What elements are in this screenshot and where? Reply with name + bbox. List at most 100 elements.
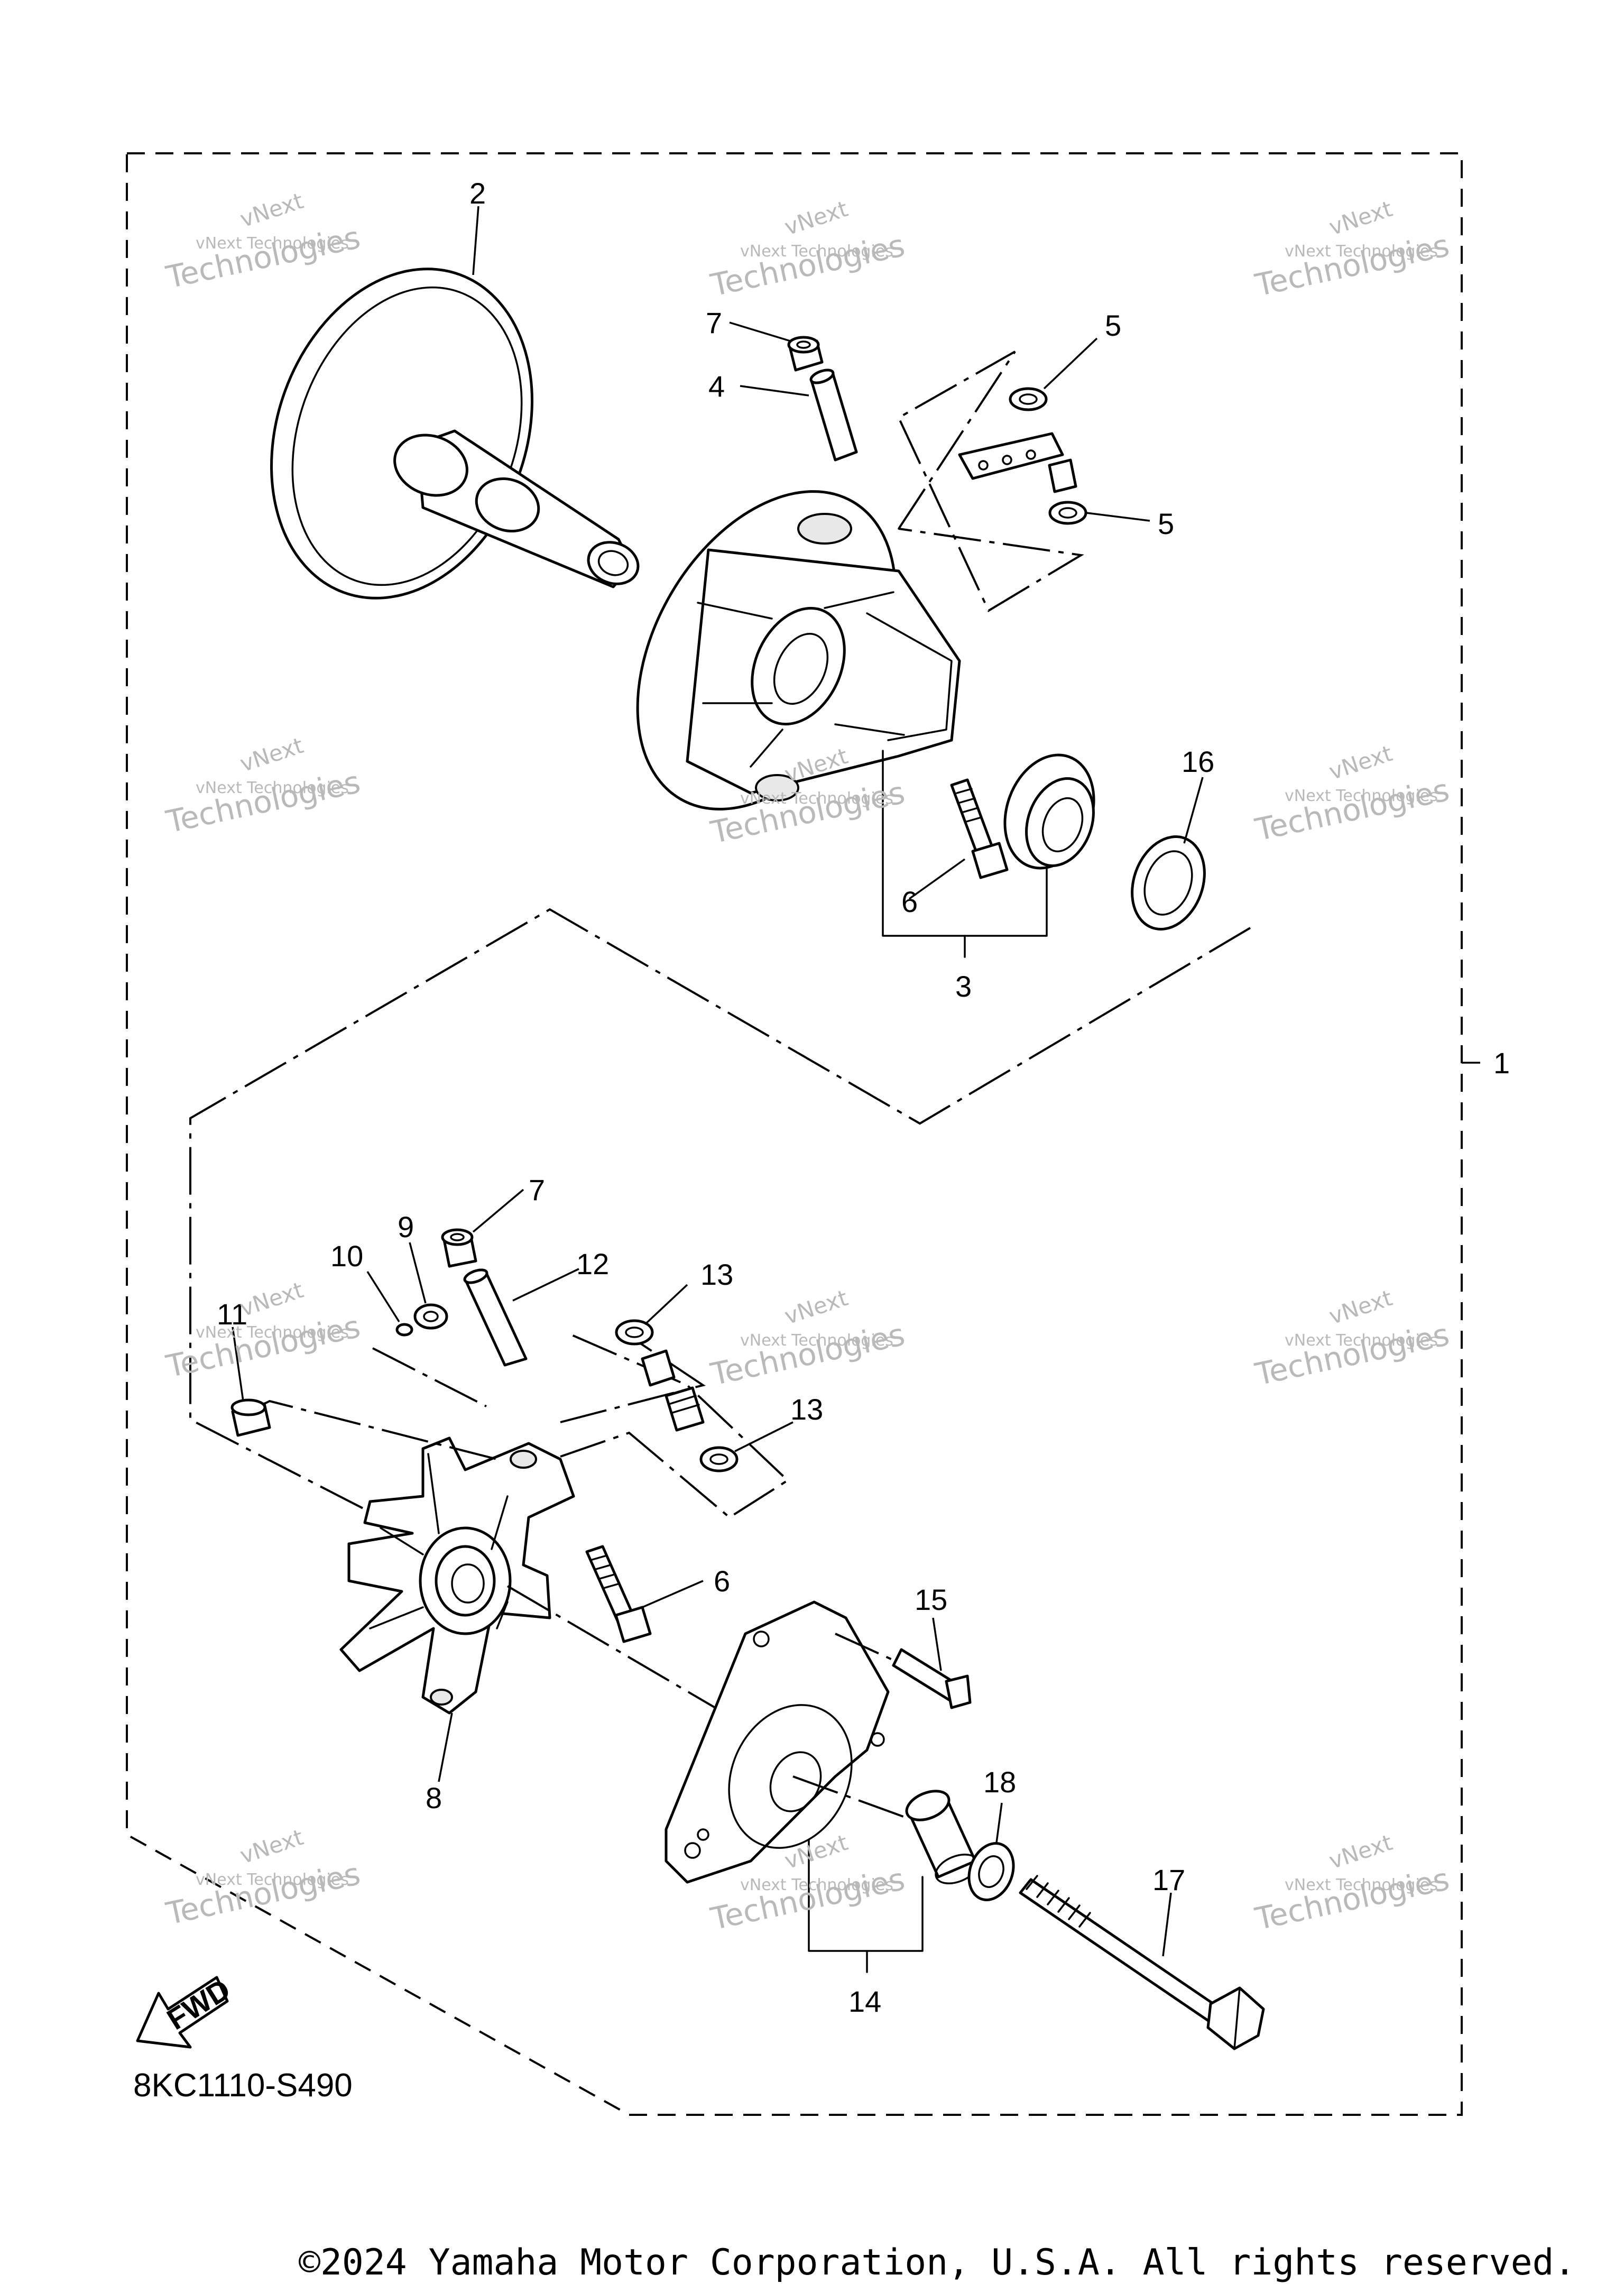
callout-18: 18 bbox=[983, 1765, 1016, 1799]
svg-text:vNext: vNext bbox=[237, 732, 307, 777]
washer-part-18 bbox=[967, 1842, 1015, 1901]
leader-4 bbox=[740, 385, 809, 397]
slider-part bbox=[958, 387, 1087, 525]
callout-7a: 7 bbox=[706, 306, 722, 339]
copyright-notice: ©2024 Yamaha Motor Corporation, U.S.A. A… bbox=[299, 2242, 1576, 2283]
leader-15 bbox=[932, 1617, 942, 1671]
svg-text:Technologies: Technologies bbox=[1252, 772, 1453, 848]
svg-text:Technologies: Technologies bbox=[163, 1856, 364, 1932]
collar-part-7-upper bbox=[787, 336, 824, 372]
leader-2 bbox=[472, 206, 479, 275]
part-9 bbox=[413, 1303, 448, 1330]
svg-text:vNext Technologies: vNext Technologies bbox=[740, 1331, 893, 1350]
leader-17 bbox=[1162, 1892, 1172, 1957]
leader-8 bbox=[438, 1712, 453, 1782]
group-14-bracket bbox=[808, 1839, 924, 1952]
svg-text:vNext Technologies: vNext Technologies bbox=[196, 234, 349, 253]
svg-text:Technologies: Technologies bbox=[707, 1316, 908, 1393]
leader-12 bbox=[512, 1268, 579, 1302]
leader-11 bbox=[232, 1327, 244, 1402]
watermark: vNext vNext Technologies Technologies bbox=[1252, 196, 1453, 303]
lower-link-12 bbox=[560, 1331, 706, 1423]
callout-13b: 13 bbox=[790, 1393, 823, 1426]
watermark: vNext vNext Technologies Technologies bbox=[163, 1824, 364, 1932]
svg-text:vNext: vNext bbox=[781, 1829, 851, 1874]
leader-7-upper bbox=[729, 321, 791, 342]
bearing-part-3 bbox=[1003, 753, 1095, 870]
svg-text:Technologies: Technologies bbox=[707, 1861, 908, 1937]
lower-link-11 bbox=[248, 1399, 497, 1460]
leader-6-upper bbox=[908, 858, 966, 900]
callout-7b: 7 bbox=[529, 1173, 545, 1207]
svg-text:vNext: vNext bbox=[237, 188, 307, 233]
callout-12: 12 bbox=[576, 1247, 609, 1281]
assembly-boundary bbox=[126, 152, 1463, 2116]
watermark: vNext vNext Technologies Technologies bbox=[1252, 1829, 1453, 1937]
svg-text:Technologies: Technologies bbox=[1252, 227, 1453, 303]
svg-text:vNext: vNext bbox=[1326, 1285, 1396, 1330]
svg-text:Technologies: Technologies bbox=[1252, 1316, 1453, 1393]
callout-6a: 6 bbox=[901, 885, 918, 918]
svg-text:vNext: vNext bbox=[237, 1277, 307, 1322]
leader-9 bbox=[409, 1242, 427, 1304]
svg-text:Technologies: Technologies bbox=[163, 219, 364, 296]
svg-text:vNext Technologies: vNext Technologies bbox=[1285, 1331, 1438, 1350]
leader-6-lower bbox=[642, 1580, 704, 1608]
svg-text:vNext: vNext bbox=[1326, 1829, 1396, 1874]
svg-text:vNext Technologies: vNext Technologies bbox=[740, 789, 893, 808]
roller-part-13-upper bbox=[615, 1319, 654, 1346]
callout-11: 11 bbox=[217, 1297, 247, 1331]
leader-13-upper bbox=[644, 1284, 688, 1325]
callout-17: 17 bbox=[1152, 1863, 1185, 1896]
callout-9: 9 bbox=[398, 1210, 414, 1244]
callout-1: 1 bbox=[1493, 1046, 1510, 1080]
svg-text:vNext: vNext bbox=[781, 196, 851, 241]
svg-text:Technologies: Technologies bbox=[1252, 1861, 1453, 1937]
pin-part-12 bbox=[463, 1268, 528, 1367]
cover-plate bbox=[665, 1600, 890, 1884]
svg-text:vNext Technologies: vNext Technologies bbox=[740, 1876, 893, 1894]
spider-hub-part-8 bbox=[339, 1436, 575, 1715]
bolt-part-6-lower bbox=[585, 1545, 652, 1643]
callout-5b: 5 bbox=[1158, 507, 1174, 540]
svg-text:vNext Technologies: vNext Technologies bbox=[196, 779, 349, 797]
callout-8: 8 bbox=[426, 1781, 442, 1815]
pin-part-4 bbox=[809, 369, 858, 462]
svg-text:vNext Technologies: vNext Technologies bbox=[1285, 1876, 1438, 1894]
spring-parts bbox=[641, 1349, 705, 1432]
watermark: vNext vNext Technologies Technologies bbox=[1252, 740, 1453, 848]
leader-10 bbox=[366, 1271, 400, 1322]
svg-text:vNext: vNext bbox=[1326, 740, 1396, 785]
watermark: vNext vNext Technologies Technologies bbox=[1252, 1285, 1453, 1393]
washer-part-16 bbox=[1131, 835, 1206, 931]
callout-6b: 6 bbox=[714, 1564, 730, 1598]
watermark: vNext vNext Technologies Technologies bbox=[163, 1277, 364, 1385]
callout-15: 15 bbox=[915, 1583, 947, 1616]
bushing-axis bbox=[792, 1775, 910, 1820]
watermark: vNext vNext Technologies Technologies bbox=[163, 732, 364, 840]
leader-16 bbox=[1183, 777, 1204, 844]
svg-text:Technologies: Technologies bbox=[707, 227, 908, 303]
diagram-code: 8KC1110-S490 bbox=[133, 2067, 353, 2104]
watermark: vNext vNext Technologies Technologies bbox=[707, 196, 908, 303]
leader-13-lower bbox=[734, 1421, 793, 1452]
leader-7-lower bbox=[472, 1189, 524, 1233]
callout-2: 2 bbox=[469, 177, 486, 210]
sub-assembly-link-line bbox=[189, 908, 1251, 1518]
svg-text:vNext Technologies: vNext Technologies bbox=[1285, 787, 1438, 805]
svg-text:vNext Technologies: vNext Technologies bbox=[740, 242, 893, 261]
callout-14: 14 bbox=[848, 1985, 881, 2018]
watermark: vNext vNext Technologies Technologies bbox=[163, 188, 364, 296]
slider-group-frame bbox=[897, 351, 1084, 612]
svg-text:vNext: vNext bbox=[237, 1824, 307, 1869]
lower-axis-line bbox=[506, 1585, 725, 1714]
svg-text:Technologies: Technologies bbox=[163, 1309, 364, 1385]
fwd-label: FWD bbox=[161, 1972, 236, 2036]
fixed-sheave-housing bbox=[636, 490, 961, 811]
leader-5-upper bbox=[1043, 337, 1098, 390]
callout-16: 16 bbox=[1182, 745, 1214, 778]
bolt-part-6-upper bbox=[950, 778, 1009, 879]
lower-link-10 bbox=[372, 1347, 487, 1407]
